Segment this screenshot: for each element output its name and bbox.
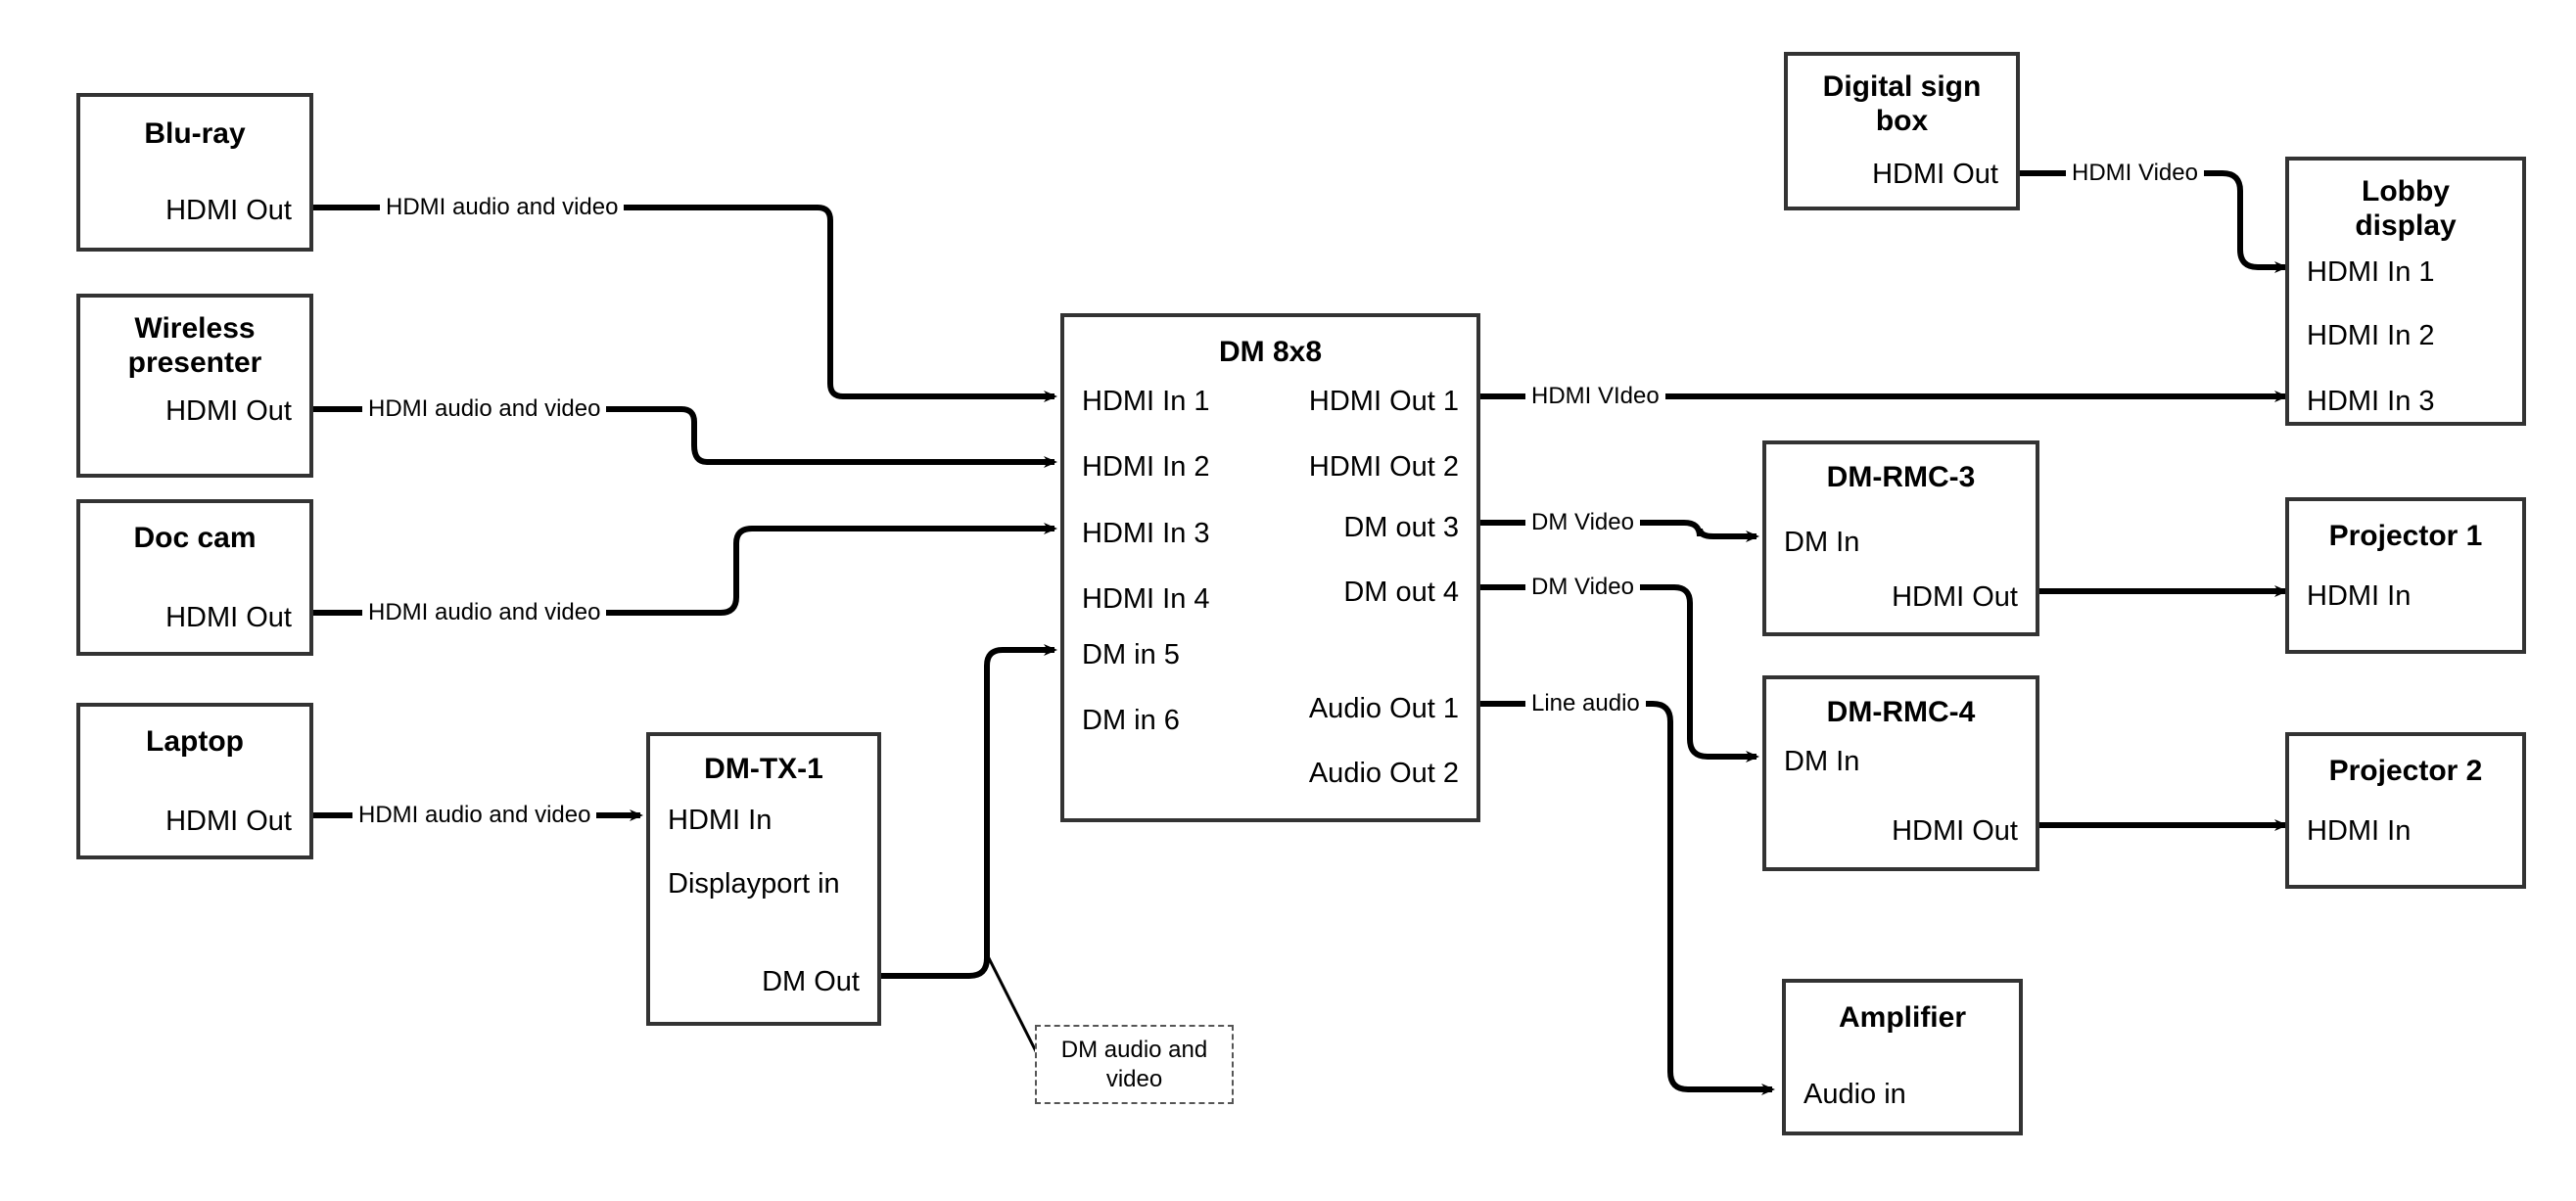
node-doc-cam[interactable]: Doc cam HDMI Out [76,499,313,656]
note-dm-audio-and-video: DM audio and video [1035,1025,1234,1104]
port-doccam-hdmi-out: HDMI Out [165,602,292,633]
node-title-digital-sign-box: Digital sign box [1822,70,1982,138]
node-title-dm-rmc-3: DM-RMC-3 [1826,461,1976,493]
wire-leader-dm-audio-video-note [985,953,1042,1060]
port-dmrmc3-dm-in: DM In [1784,527,1860,558]
wire-label-laptop-to-dmtx1: HDMI audio and video [352,802,597,829]
node-title-projector-1: Projector 1 [2328,520,2483,552]
node-digital-sign-box[interactable]: Digital sign box HDMI Out [1784,52,2020,210]
wire-label-bluray-to-dm: HDMI audio and video [380,194,625,221]
node-title-dm-rmc-4: DM-RMC-4 [1826,696,1976,728]
wire-label-wireless-to-dm: HDMI audio and video [362,395,607,423]
wire-dmtx1-to-dm-in-5 [881,644,1057,979]
wire-label-dm-audio-out-1: Line audio [1525,690,1646,717]
node-title-lobby-display: Lobby display [2355,175,2457,243]
port-dm8x8-audio-out-1: Audio Out 1 [1308,693,1459,724]
node-laptop[interactable]: Laptop HDMI Out [76,703,313,859]
node-title-bluray: Blu-ray [144,117,246,150]
node-lobby-display[interactable]: Lobby display HDMI In 1 HDMI In 2 HDMI I… [2285,157,2526,426]
wire-dm-audio-out-1-to-amplifier [1480,701,1775,1095]
node-dm-rmc-4[interactable]: DM-RMC-4 DM In HDMI Out [1762,675,2039,871]
node-dm-tx-1[interactable]: DM-TX-1 HDMI In Displayport in DM Out [646,732,881,1026]
port-dm8x8-hdmi-in-1: HDMI In 1 [1082,386,1210,417]
port-dm8x8-hdmi-in-3: HDMI In 3 [1082,518,1210,549]
wire-dm-out-4-to-dmrmc4 [1480,584,1759,762]
port-dm8x8-dm-in-5: DM in 5 [1082,639,1180,670]
node-bluray[interactable]: Blu-ray HDMI Out [76,93,313,252]
port-amplifier-audio-in: Audio in [1803,1079,1906,1110]
port-dm8x8-hdmi-in-4: HDMI In 4 [1082,583,1210,615]
port-dmrmc4-hdmi-out: HDMI Out [1892,815,2018,847]
port-dmtx1-dm-out: DM Out [762,966,860,997]
port-bluray-hdmi-out: HDMI Out [165,195,292,226]
port-dm8x8-audio-out-2: Audio Out 2 [1308,758,1459,789]
port-dm8x8-dm-in-6: DM in 6 [1082,705,1180,736]
port-lobby-hdmi-in-3: HDMI In 3 [2307,386,2435,417]
port-dmrmc4-dm-in: DM In [1784,746,1860,777]
wire-digitalsign-to-lobby-hdmi-in-1 [2020,170,2288,273]
port-dm8x8-dm-out-3: DM out 3 [1343,512,1459,543]
wire-bluray-to-dm-hdmi-in-1 [313,205,1057,402]
port-dm8x8-dm-out-4: DM out 4 [1343,577,1459,608]
port-wireless-hdmi-out: HDMI Out [165,395,292,427]
wire-label-dm-out-3: DM Video [1525,509,1640,536]
node-amplifier[interactable]: Amplifier Audio in [1782,979,2023,1135]
port-dm8x8-hdmi-in-2: HDMI In 2 [1082,451,1210,483]
port-lobby-hdmi-in-2: HDMI In 2 [2307,320,2435,351]
wire-label-dm-out-4: DM Video [1525,574,1640,601]
node-title-projector-2: Projector 2 [2328,755,2483,787]
port-projector2-hdmi-in: HDMI In [2307,815,2412,847]
port-digitalsign-hdmi-out: HDMI Out [1872,159,1998,190]
node-title-laptop: Laptop [146,725,244,758]
port-projector1-hdmi-in: HDMI In [2307,580,2412,612]
port-dmtx1-hdmi-in: HDMI In [668,805,773,836]
node-wireless-presenter[interactable]: Wireless presenter HDMI Out [76,294,313,478]
wire-label-digitalsign-to-lobby: HDMI Video [2066,160,2204,187]
node-title-amplifier: Amplifier [1838,1001,1967,1034]
node-projector-2[interactable]: Projector 2 HDMI In [2285,732,2526,889]
wire-label-doccam-to-dm: HDMI audio and video [362,599,607,626]
node-dm-8x8[interactable]: DM 8x8 HDMI In 1 HDMI In 2 HDMI In 3 HDM… [1060,313,1480,822]
node-title-dm-tx-1: DM-TX-1 [704,753,823,785]
port-dm8x8-hdmi-out-2: HDMI Out 2 [1308,451,1459,483]
wire-label-dm-hdmi-out-1: HDMI VIdeo [1525,383,1665,410]
node-title-wireless-presenter: Wireless presenter [127,312,262,380]
port-lobby-hdmi-in-1: HDMI In 1 [2307,256,2435,288]
node-projector-1[interactable]: Projector 1 HDMI In [2285,497,2526,654]
port-dm8x8-hdmi-out-1: HDMI Out 1 [1308,386,1459,417]
port-laptop-hdmi-out: HDMI Out [165,806,292,837]
node-title-dm-8x8: DM 8x8 [1218,336,1323,368]
port-dmrmc3-hdmi-out: HDMI Out [1892,581,2018,613]
port-dmtx1-displayport-in: Displayport in [668,868,840,900]
node-dm-rmc-3[interactable]: DM-RMC-3 DM In HDMI Out [1762,440,2039,636]
node-title-doc-cam: Doc cam [133,522,257,554]
